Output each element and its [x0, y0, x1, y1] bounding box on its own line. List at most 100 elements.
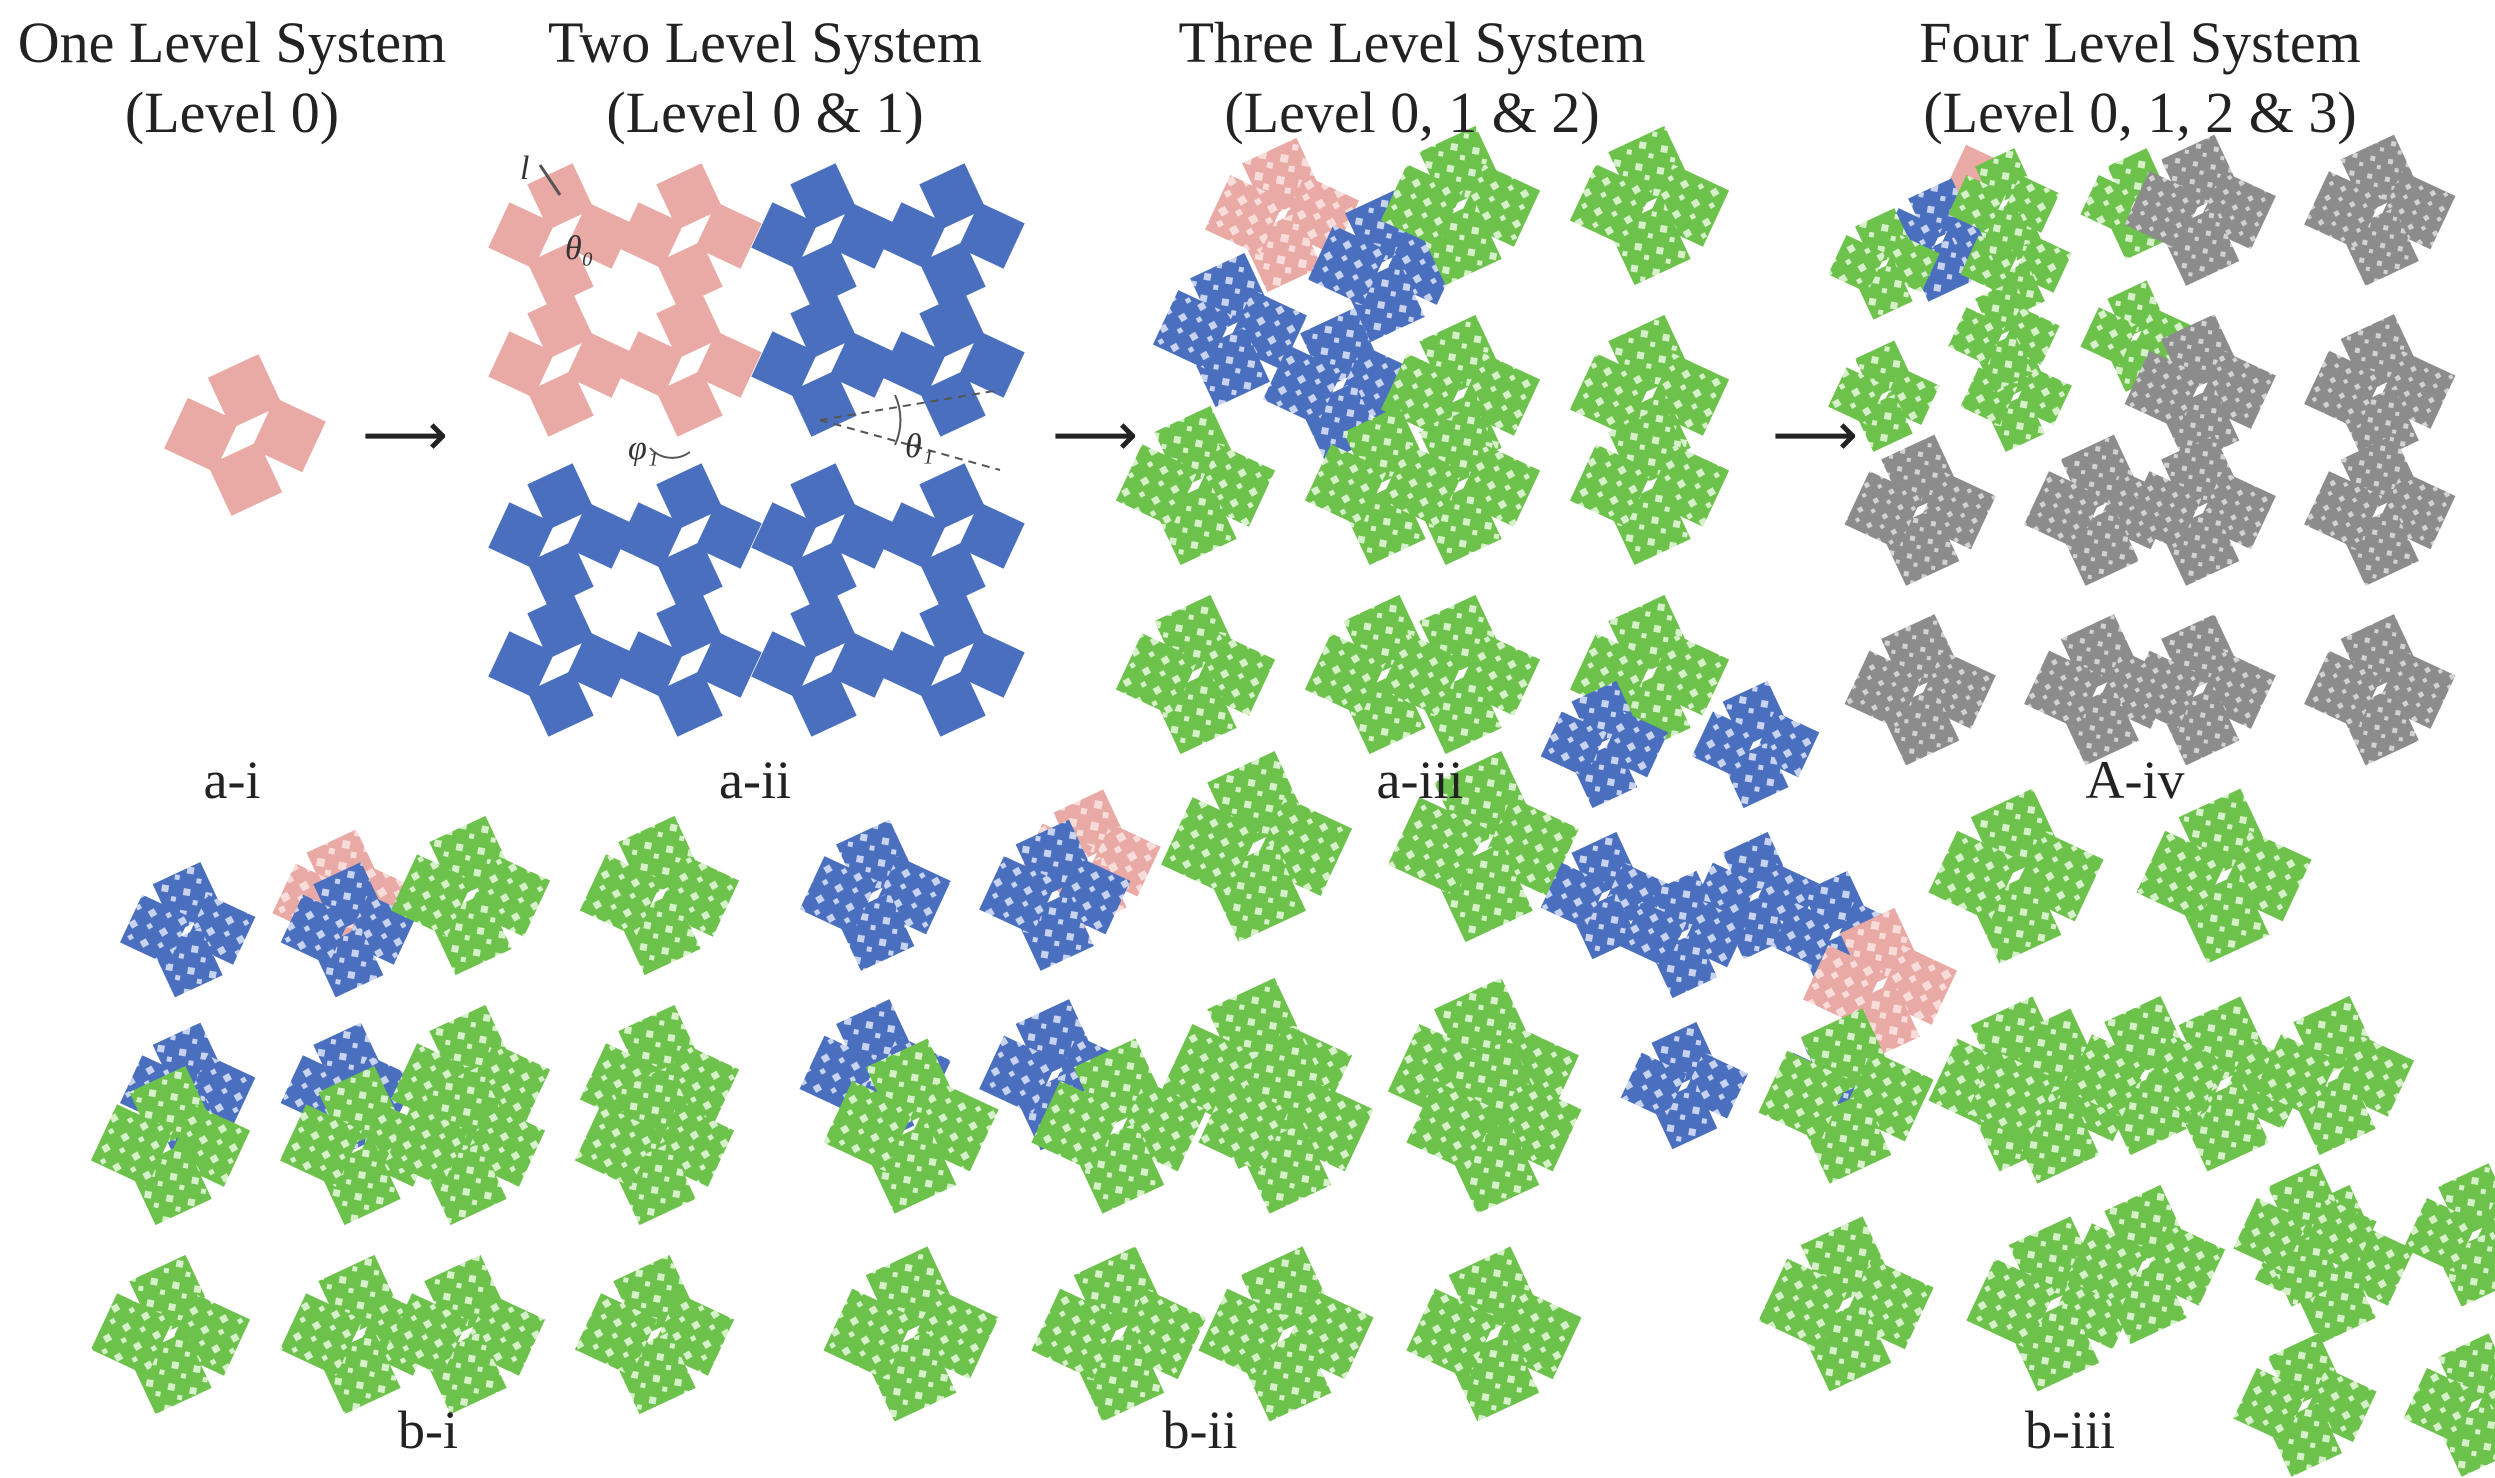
level1-blue-square [566, 631, 633, 698]
level2-green-tile [279, 1104, 363, 1187]
level3-gray-tile [1844, 471, 1923, 550]
level1-blue-tile [1691, 711, 1758, 778]
level1-blue-square [566, 502, 633, 569]
level1-blue-square [751, 202, 818, 269]
level1-pink-square [566, 331, 633, 398]
level3-gray-tile [2124, 350, 2203, 429]
title-four-line1: Four Level System [1919, 10, 2361, 75]
diagram-b-iii [1540, 680, 2495, 1477]
level2-green-tile [1380, 444, 1464, 527]
level1-pink-square [527, 292, 594, 359]
arrow-icon: ⟶ [1051, 400, 1139, 470]
level2-green-tile [1948, 307, 2006, 365]
level2-green-tile [1758, 1050, 1850, 1142]
level1-blue-tile [1152, 290, 1233, 370]
level1-blue-tile [1620, 901, 1687, 968]
level1-blue-square [751, 502, 818, 569]
level2-green-tile [2080, 175, 2139, 233]
level1-blue-square [790, 241, 857, 308]
level1-blue-tile [1262, 345, 1343, 425]
level2-green-tile [1387, 797, 1487, 897]
title-two-line2: (Level 0 & 1) [606, 80, 924, 145]
title-four-level: Four Level System (Level 0, 1, 2 & 3) [1919, 8, 2360, 148]
level1-blue-square [958, 631, 1025, 698]
title-one-level: One Level System (Level 0) [18, 8, 446, 148]
level2-green-tile [1380, 633, 1464, 716]
arrow-icon: ⟶ [361, 400, 449, 470]
level1-blue-tile [1307, 225, 1388, 305]
label-b-i: b-i [398, 1400, 458, 1460]
level2-green-tile [390, 854, 474, 937]
level1-blue-square [488, 631, 555, 698]
level1-blue-square [919, 241, 986, 308]
level1-blue-square [790, 370, 857, 437]
level2-green-tile [1304, 444, 1388, 527]
level2-green-tile [1198, 1288, 1290, 1380]
level1-blue-square [488, 502, 555, 569]
level1-blue-square [919, 541, 986, 608]
level1-blue-square [919, 163, 986, 230]
level1-blue-square [656, 592, 723, 659]
level3-gray-tile [2304, 350, 2383, 429]
level1-pink-square [617, 331, 684, 398]
level1-blue-square [751, 331, 818, 398]
level1-pink-square [488, 331, 555, 398]
level1-blue-tile [1620, 1052, 1687, 1119]
diagram-a-iv [1828, 134, 2456, 766]
level1-blue-square [695, 502, 762, 569]
arrow-icon: ⟶ [1771, 400, 1859, 470]
title-one-line1: One Level System [17, 10, 447, 75]
title-three-line2: (Level 0, 1 & 2) [1224, 80, 1600, 145]
level1-blue-tile [119, 894, 191, 965]
level2-green-tile [90, 1293, 174, 1376]
level0-square [207, 354, 283, 429]
diagram-b-ii [799, 751, 1582, 1422]
level1-blue-square [919, 292, 986, 359]
level3-gray-tile [2024, 650, 2103, 729]
level1-blue-square [527, 463, 594, 530]
label-a-iii: a-iii [1376, 750, 1464, 810]
level1-blue-square [880, 502, 947, 569]
label-b-ii: b-ii [1162, 1400, 1238, 1460]
level2-green-tile [1304, 633, 1388, 716]
annotation-theta0: θ₀ [565, 230, 594, 267]
level1-blue-tile [1771, 901, 1838, 968]
level1-pink-square [617, 202, 684, 269]
level1-pink-square [488, 202, 555, 269]
level1-pink-square [656, 163, 723, 230]
level1-blue-square [919, 463, 986, 530]
level1-blue-square [958, 202, 1025, 269]
level2-green-tile [279, 1293, 363, 1376]
level2-green-tile [1031, 1080, 1122, 1172]
level2-green-tile [1198, 1080, 1290, 1172]
title-three-level: Three Level System (Level 0, 1 & 2) [1178, 8, 1645, 148]
level2-green-tile [385, 1104, 469, 1187]
level2-green-tile [1569, 353, 1653, 436]
level0-square [251, 397, 326, 473]
level1-blue-square [958, 502, 1025, 569]
title-four-line2: (Level 0, 1, 2 & 3) [1923, 80, 2357, 145]
level2-green-tile [574, 1104, 658, 1187]
level1-blue-square [695, 631, 762, 698]
level3-gray-tile [2304, 650, 2383, 729]
level1-blue-square [829, 502, 896, 569]
level2-green-tile [1828, 367, 1886, 425]
level2-green-tile [1569, 444, 1653, 527]
level2-green-tile [2080, 307, 2139, 365]
label-a-ii: a-ii [719, 750, 791, 810]
level3-gray-tile [2304, 171, 2383, 250]
level0-square [207, 441, 283, 516]
level2-green-tile [1115, 444, 1199, 527]
level1-blue-square [527, 592, 594, 659]
level1-blue-tile [979, 856, 1058, 935]
title-three-line1: Three Level System [1178, 10, 1646, 75]
level2-green-tile [579, 854, 663, 937]
level1-blue-tile [280, 894, 351, 965]
level1-blue-square [958, 331, 1025, 398]
level2-green-tile [2403, 1367, 2478, 1443]
diagram-a-ii [488, 163, 1025, 737]
angle-annotations [538, 164, 1001, 471]
level2-green-tile [1928, 830, 2020, 922]
level1-blue-square [829, 631, 896, 698]
